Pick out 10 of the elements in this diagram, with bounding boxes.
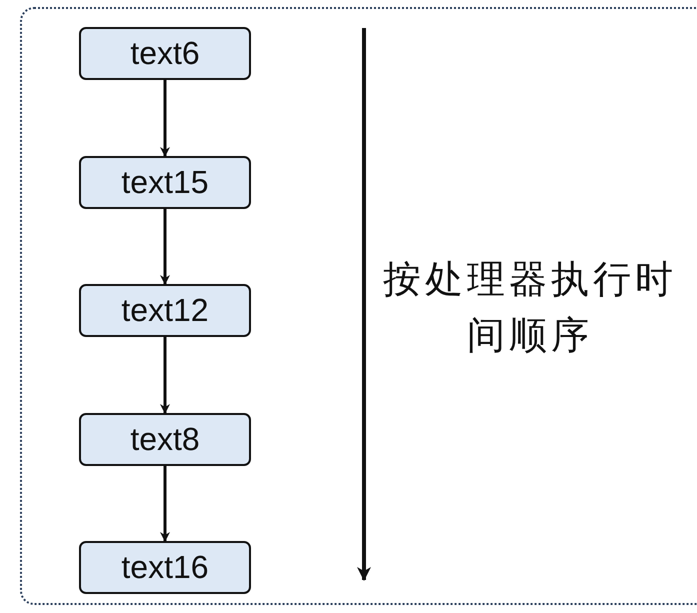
direction-label: 按处理器执行时间顺序 <box>382 258 678 359</box>
process-box: text8 <box>79 413 251 466</box>
arrow <box>160 209 170 285</box>
arrow <box>160 466 170 542</box>
process-box: text12 <box>79 284 251 337</box>
process-box: text15 <box>79 156 251 209</box>
process-box: text6 <box>79 27 251 80</box>
arrow <box>160 337 170 414</box>
arrow <box>160 80 170 157</box>
process-box: text16 <box>79 541 251 594</box>
